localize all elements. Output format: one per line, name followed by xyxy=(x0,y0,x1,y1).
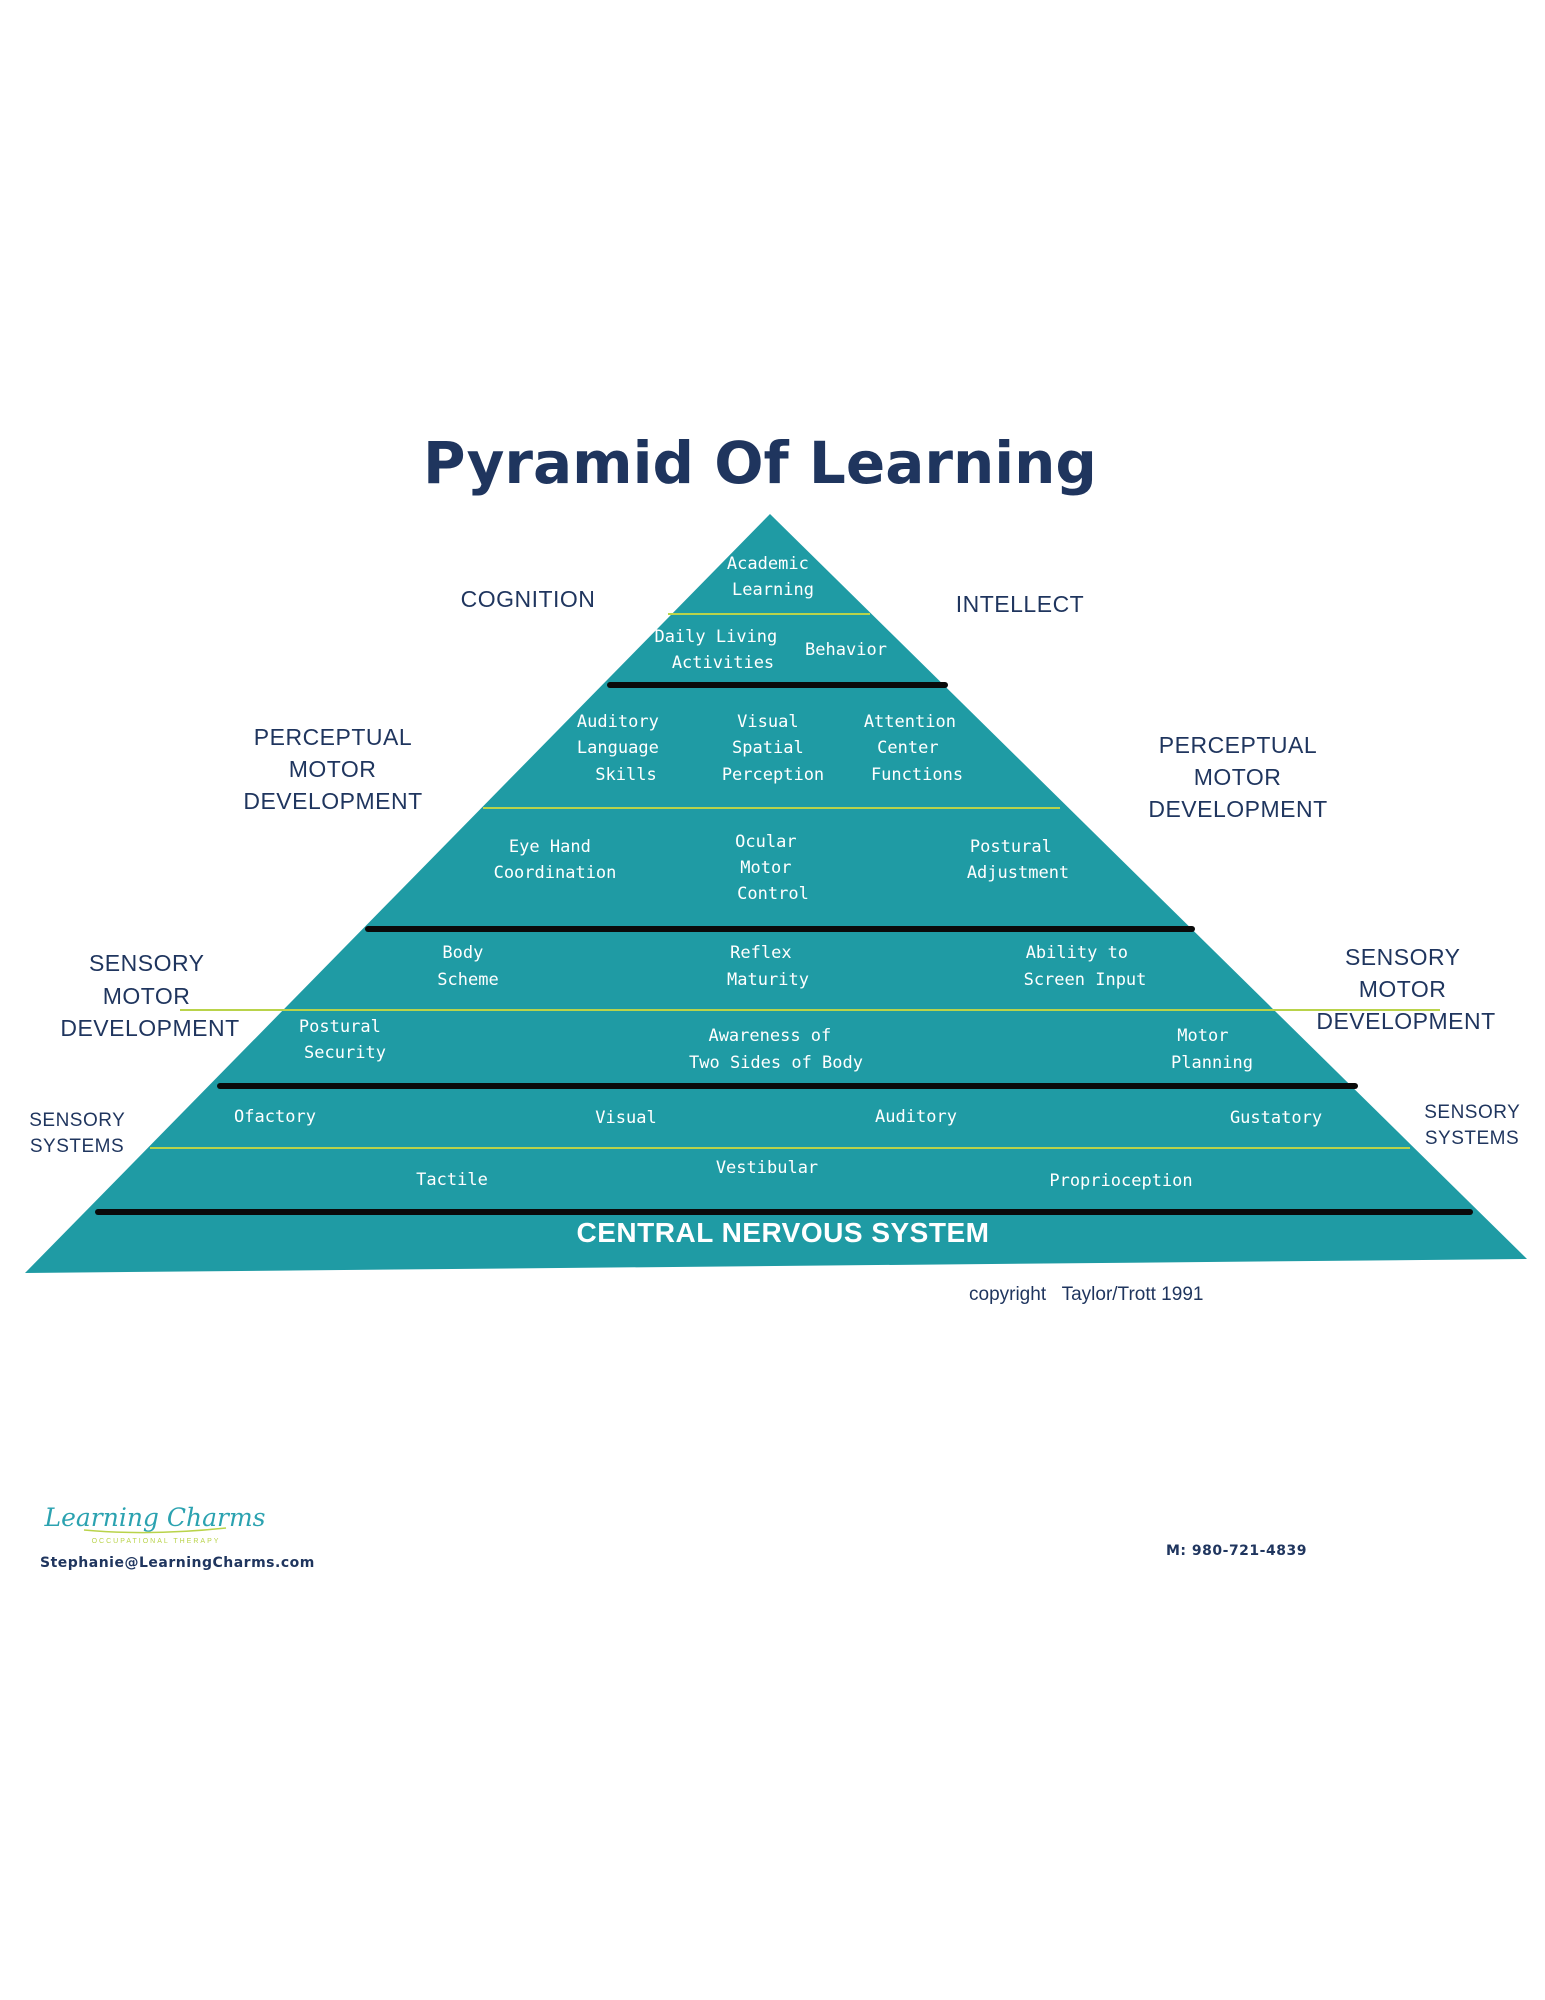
cell-proprioception: Proprioception xyxy=(1049,1171,1192,1191)
copyright-text: copyright Taylor/Trott 1991 xyxy=(969,1284,1203,1305)
logo-tagline: OCCUPATIONAL THERAPY xyxy=(92,1538,221,1545)
cell-ofactory: Ofactory xyxy=(234,1107,316,1127)
cell-daily-living: Daily Living Activities xyxy=(654,627,787,673)
logo-wordmark: Learning Charms xyxy=(43,1503,265,1532)
page-title: Pyramid Of Learning xyxy=(423,429,1097,497)
logo-swash xyxy=(83,1527,227,1534)
cell-visual: Visual xyxy=(595,1108,656,1128)
cell-gustatory: Gustatory xyxy=(1230,1108,1322,1128)
cell-auditory: Auditory xyxy=(875,1107,957,1127)
label-sensory-motor-right: SENSORY MOTOR DEVELOPMENT xyxy=(1316,944,1495,1034)
cell-auditory-language: Auditory Language Skills xyxy=(577,712,669,785)
cell-visual-spatial: Visual Spatial Perception xyxy=(722,712,824,785)
label-perceptual-left: PERCEPTUAL MOTOR DEVELOPMENT xyxy=(243,724,422,814)
label-perceptual-right: PERCEPTUAL MOTOR DEVELOPMENT xyxy=(1148,732,1327,822)
cell-body-scheme: Body Scheme xyxy=(437,943,498,990)
cell-ocular-motor: Ocular Motor Control xyxy=(735,832,809,904)
cell-postural-security: Postural Security xyxy=(299,1017,391,1063)
cell-eye-hand: Eye Hand Coordination xyxy=(494,837,617,883)
learning-charms-logo: Learning Charms OCCUPATIONAL THERAPY xyxy=(43,1503,265,1545)
cell-attention-center: Attention Center Functions xyxy=(864,712,966,785)
cell-academic-learning: Academic Learning xyxy=(727,554,819,600)
cell-screen-input: Ability to Screen Input xyxy=(1024,943,1147,990)
cell-behavior: Behavior xyxy=(805,640,887,660)
cell-tactile: Tactile xyxy=(416,1170,488,1190)
cell-two-sides: Awareness of Two Sides of Body xyxy=(689,1026,863,1073)
base-label: CENTRAL NERVOUS SYSTEM xyxy=(577,1217,990,1248)
label-intellect: INTELLECT xyxy=(956,591,1084,617)
cell-motor-planning: Motor Planning xyxy=(1171,1026,1253,1073)
email-text: Stephanie@LearningCharms.com xyxy=(40,1555,315,1571)
label-sensory-systems-right: SENSORY SYSTEMS xyxy=(1424,1102,1526,1149)
label-cognition: COGNITION xyxy=(461,586,596,612)
phone-text: M: 980-721-4839 xyxy=(1166,1543,1307,1559)
label-sensory-motor-left: SENSORY MOTOR DEVELOPMENT xyxy=(60,950,239,1041)
cell-reflex-maturity: Reflex Maturity xyxy=(727,943,809,990)
label-sensory-systems-left: SENSORY SYSTEMS xyxy=(29,1110,131,1157)
cell-vestibular: Vestibular xyxy=(716,1158,818,1178)
cell-postural-adjustment: Postural Adjustment xyxy=(967,837,1069,883)
